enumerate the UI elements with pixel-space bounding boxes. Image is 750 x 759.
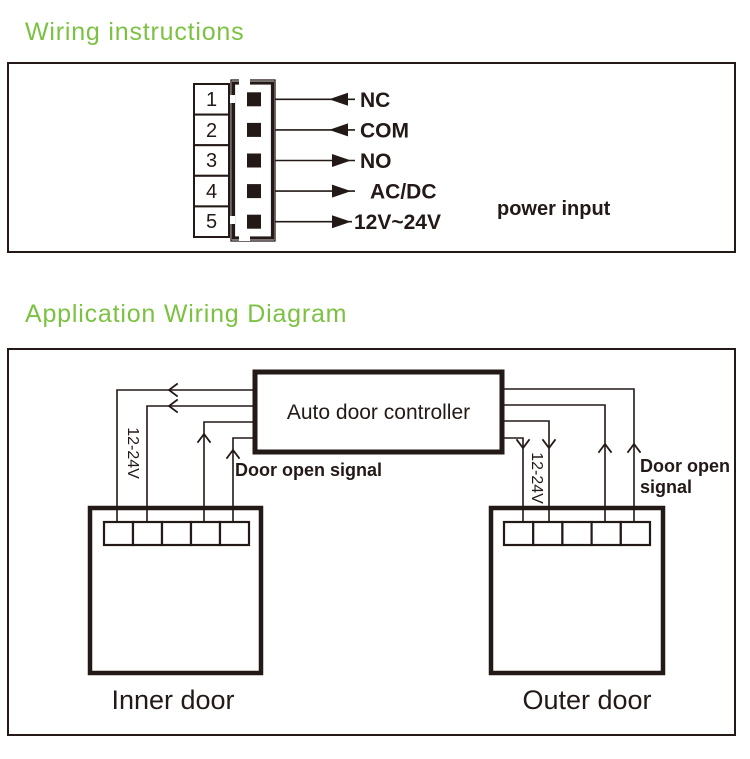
- pin-contact-3: [247, 153, 261, 168]
- arrow-right-icon: [332, 184, 351, 198]
- pin-contact-5: [247, 214, 261, 229]
- terminal-block-diagram: 1 2 3 4 5: [193, 78, 611, 242]
- inner-door-label: Inner door: [111, 685, 234, 715]
- inner-signal-wire-2: [232, 437, 255, 522]
- side-notch-bottom: [230, 216, 235, 224]
- arrow-left-icon: [167, 398, 179, 414]
- wiring-instructions-heading: Wiring instructions: [25, 18, 245, 46]
- arrow-left-icon: [167, 382, 179, 398]
- auto-door-controller-label: Auto door controller: [287, 401, 470, 424]
- arrow-up-icon: [225, 448, 241, 460]
- pin-contact-1: [247, 92, 261, 107]
- outer-power-wire-2: [502, 420, 550, 522]
- outer-power-voltage-label: 12-24V: [528, 452, 545, 504]
- arrow-left-icon: [329, 123, 348, 137]
- pin-number-2: 2: [206, 120, 217, 142]
- pin-contact-4: [247, 184, 261, 199]
- outer-door-open-signal-label-line1: Door open: [640, 456, 730, 476]
- connector-body: [230, 78, 276, 242]
- inner-door-open-signal-label: Door open signal: [235, 460, 382, 480]
- pin-number-4: 4: [206, 181, 217, 203]
- terminal-number-column: 1 2 3 4 5: [193, 83, 230, 238]
- arrow-up-icon: [597, 442, 613, 454]
- side-notch-top: [230, 95, 235, 103]
- pin-label-nc: NC: [360, 89, 390, 112]
- arrow-up-icon: [196, 432, 212, 444]
- arrow-right-icon: [332, 154, 351, 167]
- wiring-instructions-panel: 1 2 3 4 5: [7, 62, 736, 253]
- pin-number-5: 5: [206, 211, 217, 233]
- outer-door-label: Outer door: [522, 685, 651, 715]
- outer-power-wire-1: [502, 437, 524, 522]
- arrow-up-icon: [626, 442, 642, 454]
- mount-notch-bottom: [239, 233, 250, 241]
- application-wiring-panel: Auto door controller Inner door Outer do…: [7, 348, 736, 736]
- inner-door-device: [87, 505, 264, 676]
- outer-door-wires: [502, 388, 642, 522]
- pin-contact-2: [247, 122, 261, 137]
- application-wiring-heading: Application Wiring Diagram: [25, 300, 348, 328]
- arrow-left-icon: [329, 92, 348, 106]
- mount-notch-top: [239, 78, 250, 86]
- power-input-annotation: power input: [497, 198, 611, 220]
- pin-number-1: 1: [206, 89, 217, 111]
- arrow-right-icon: [332, 215, 351, 229]
- inner-power-wire-2: [146, 405, 255, 522]
- auto-door-controller-box: [252, 369, 505, 455]
- pin-label-no: NO: [360, 150, 392, 173]
- inner-power-wire-1: [116, 389, 255, 522]
- inner-power-voltage-label: 12-24V: [124, 427, 141, 479]
- inner-door-wires: [116, 382, 255, 522]
- pin-number-3: 3: [206, 150, 217, 172]
- arrow-down-icon: [515, 438, 531, 450]
- pin-leads: [275, 92, 355, 229]
- application-wiring-diagram: Auto door controller Inner door Outer do…: [87, 369, 730, 715]
- inner-signal-wire-1: [203, 421, 255, 522]
- outer-signal-wire-2: [502, 388, 635, 522]
- pin-label-acdc: AC/DC: [370, 181, 437, 204]
- outer-door-device: [488, 505, 666, 676]
- pin-label-12v24v: 12V~24V: [354, 211, 441, 234]
- outer-signal-wire-1: [502, 404, 606, 522]
- arrow-down-icon: [541, 438, 557, 450]
- pin-label-com: COM: [360, 120, 409, 143]
- outer-door-open-signal-label-line2: signal: [640, 477, 692, 497]
